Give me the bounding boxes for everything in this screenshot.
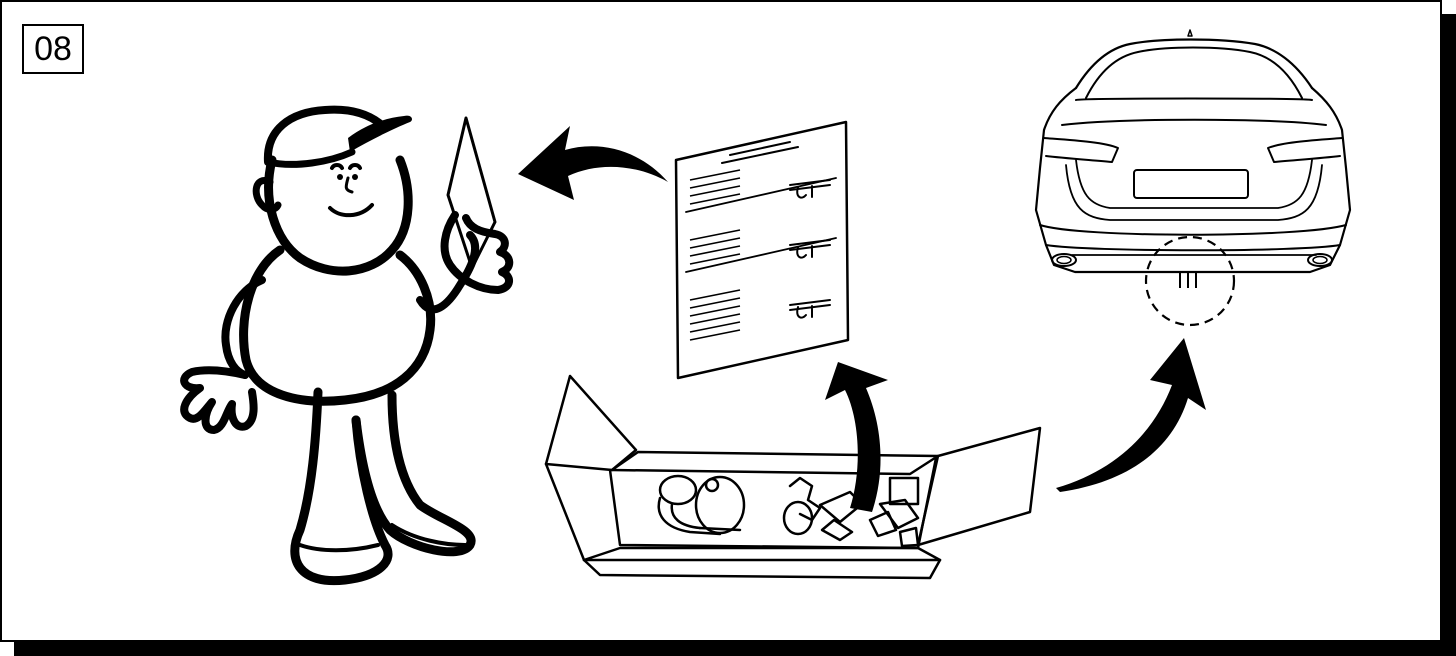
arrow-icon [518,126,668,200]
mechanic-figure-icon [184,110,509,581]
instruction-sheet-icon [676,122,848,378]
arrow-icon [1056,338,1206,492]
car-rear-icon [1036,30,1350,272]
assembly-illustration [0,0,1440,640]
arrow-icon [825,362,888,512]
parts-box-icon [546,376,1040,578]
